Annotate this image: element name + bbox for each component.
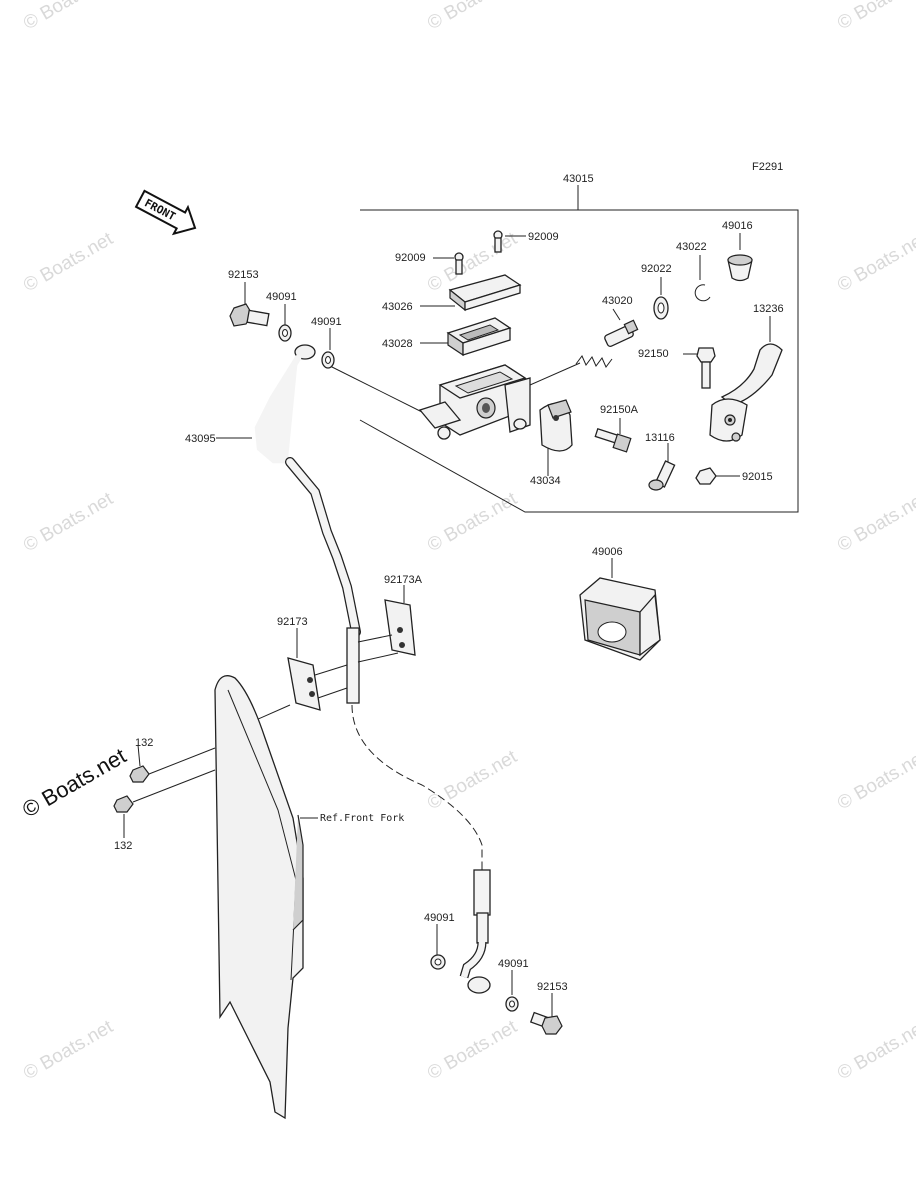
part-label-92173a: 92173A <box>384 574 423 586</box>
washer-49091-c <box>430 924 446 970</box>
watermark: © Boats.net <box>834 228 916 296</box>
watermark: © Boats.net <box>20 488 117 556</box>
watermark: © Boats.net <box>424 0 521 34</box>
part-label-92150: 92150 <box>638 348 669 360</box>
part-label-13236: 13236 <box>753 303 784 315</box>
reservoir-cap-43026 <box>420 274 522 312</box>
part-label-43095: 43095 <box>185 433 216 445</box>
part-label-43015: 43015 <box>563 173 594 185</box>
watermark: © Boats.net <box>20 1016 117 1084</box>
part-label-43034: 43034 <box>530 475 561 487</box>
diaphragm-43028 <box>420 317 512 357</box>
part-label-49091-a: 49091 <box>266 291 297 303</box>
part-label-43026: 43026 <box>382 301 413 313</box>
part-label-92150a: 92150A <box>600 404 639 416</box>
ref-label-front-fork: Ref.Front Fork <box>320 813 404 824</box>
banjo-bolt-92153-bottom <box>529 993 563 1035</box>
part-label-49091-c: 49091 <box>424 912 455 924</box>
front-fork-guard <box>214 675 318 1120</box>
part-label-92153-bottom: 92153 <box>537 981 568 993</box>
washer-49091-b <box>321 328 335 369</box>
part-label-92009-left: 92009 <box>395 252 426 264</box>
watermark: © Boats.net <box>20 228 117 296</box>
bolt-132-lower <box>113 769 216 838</box>
watermark: © Boats.net <box>834 488 916 556</box>
part-label-92153-top: 92153 <box>228 269 259 281</box>
part-label-92015: 92015 <box>742 471 773 483</box>
figure-code: F2291 <box>752 161 783 173</box>
assembly-box-43015 <box>359 185 799 513</box>
circlip-43022 <box>694 255 711 302</box>
part-label-132-lower: 132 <box>114 840 132 852</box>
watermark: © Boats.net <box>424 488 521 556</box>
lever-cover-49006 <box>579 558 661 661</box>
master-cylinder-body <box>327 364 531 440</box>
hose-clamp-92173a <box>357 585 416 663</box>
washer-49091-d <box>505 970 519 1012</box>
part-label-49006: 49006 <box>592 546 623 558</box>
watermark-dark: © Boats.net <box>18 743 130 822</box>
banjo-bolt-92153-top <box>229 282 270 327</box>
screw-92009-right <box>493 230 526 253</box>
bolt-132-upper <box>129 744 216 783</box>
bolt-92150 <box>683 347 716 389</box>
nut-92015 <box>695 467 740 485</box>
piston-spring-43020 <box>529 308 639 386</box>
washer-92022 <box>653 277 669 320</box>
boot-49016 <box>727 233 753 282</box>
clamp-43034 <box>539 399 573 476</box>
screw-92009-left <box>433 252 464 275</box>
part-label-132-upper: 132 <box>135 737 153 749</box>
pivot-13116 <box>648 443 676 491</box>
front-arrow-icon: FRONT <box>134 189 197 236</box>
lever-13236 <box>709 316 783 442</box>
watermark: © Boats.net <box>20 0 117 34</box>
part-label-92009-right: 92009 <box>528 231 559 243</box>
part-label-49016: 49016 <box>722 220 753 232</box>
watermark: © Boats.net <box>834 0 916 34</box>
watermark: © Boats.net <box>834 1016 916 1084</box>
part-label-43022: 43022 <box>676 241 707 253</box>
watermark: © Boats.net <box>834 746 916 814</box>
part-label-92173: 92173 <box>277 616 308 628</box>
part-label-43028: 43028 <box>382 338 413 350</box>
bolt-92150a <box>594 418 632 453</box>
brake-hose-43095 <box>216 344 491 994</box>
watermark: © Boats.net <box>424 746 521 814</box>
part-label-92022: 92022 <box>641 263 672 275</box>
watermark: © Boats.net <box>424 1016 521 1084</box>
part-label-13116: 13116 <box>645 432 675 444</box>
part-label-49091-d: 49091 <box>498 958 529 970</box>
part-label-49091-b: 49091 <box>311 316 342 328</box>
washer-49091-a <box>278 304 292 342</box>
part-label-43020: 43020 <box>602 295 633 307</box>
